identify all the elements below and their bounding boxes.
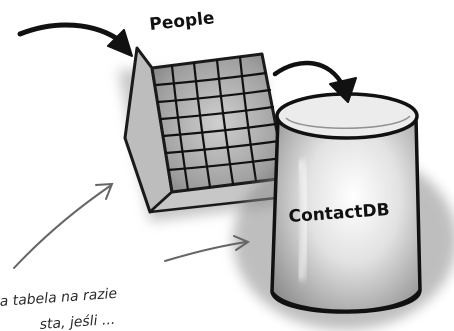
people-label: People bbox=[148, 8, 215, 35]
annotation-line-2: sta, jeśli ... bbox=[39, 312, 116, 331]
annotation-line-1: a tabela na razie bbox=[0, 286, 118, 310]
pointer-arrow-to-table-icon bbox=[14, 184, 112, 268]
arrow-into-table-icon bbox=[20, 25, 132, 56]
